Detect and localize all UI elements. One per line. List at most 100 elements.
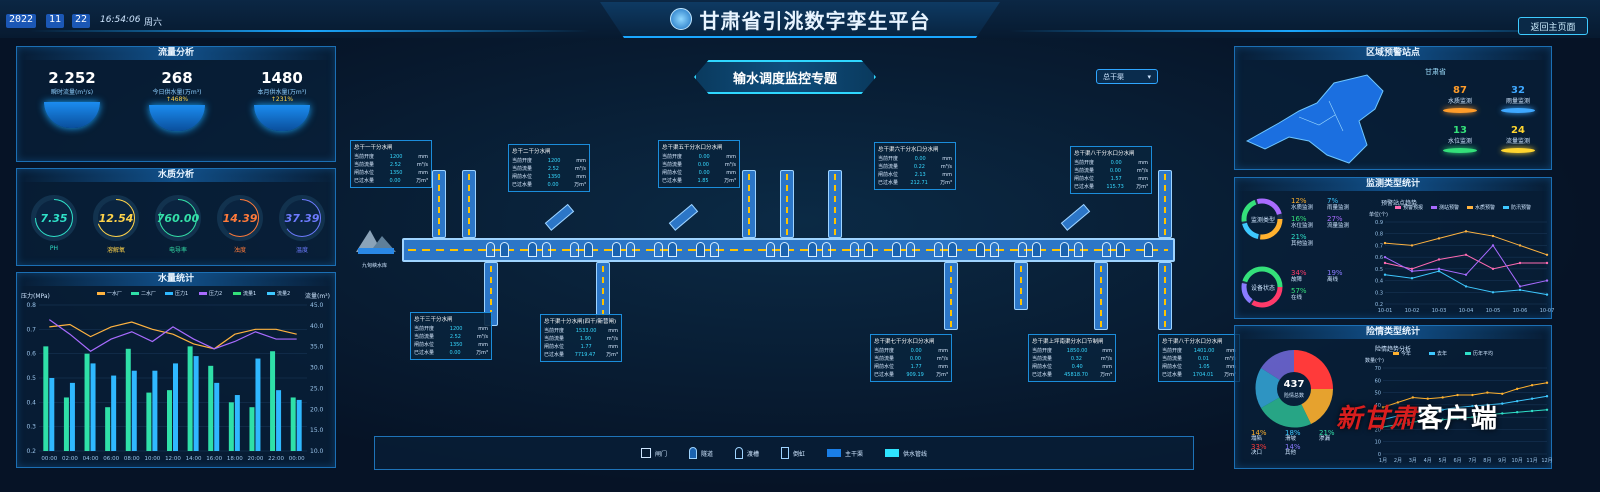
- tunnel-icon[interactable]: [780, 242, 789, 257]
- aqueduct-icon[interactable]: [626, 242, 635, 257]
- tunnel-icon[interactable]: [612, 242, 621, 257]
- canal-select[interactable]: 总干渠 ▾: [1096, 69, 1158, 84]
- point-水质预警: [1518, 244, 1522, 247]
- gate-row-unit: mm: [726, 170, 736, 176]
- gate-row-label: 当前流量: [874, 356, 895, 362]
- flow-label: 本月供水量(万m³): [257, 89, 307, 96]
- aqueduct-icon[interactable]: [710, 242, 719, 257]
- gate-row-unit: 万m³: [416, 178, 428, 184]
- tunnel-icon[interactable]: [1060, 242, 1069, 257]
- gate-row-unit: m³/s: [724, 162, 736, 168]
- bar-一水厂: [84, 353, 90, 451]
- gate-row-unit: mm: [1102, 348, 1112, 354]
- region-title: 区域预警站点: [1235, 47, 1551, 60]
- home-button[interactable]: 返回主页面: [1518, 17, 1588, 35]
- stat-glow-icon: [1501, 108, 1535, 113]
- x-tick-label: 10-07: [1540, 308, 1555, 314]
- aqueduct-icon[interactable]: [1074, 242, 1083, 257]
- watermark-white: 客户端: [1417, 404, 1499, 434]
- x-tick-label: 2月: [1394, 458, 1402, 464]
- gate-row-value: 0.32: [1070, 356, 1082, 362]
- danger-type-pct: 18%: [1285, 429, 1301, 437]
- tunnel-icon[interactable]: [528, 242, 537, 257]
- platform-logo-icon: [669, 8, 692, 30]
- aqueduct-icon[interactable]: [822, 242, 831, 257]
- y-tick-label: 30: [1375, 415, 1381, 421]
- danger-chart-title: 险情趋势分析: [1375, 346, 1412, 353]
- gate-row-label: 已过水量: [1032, 372, 1053, 378]
- bar-二水厂: [193, 356, 199, 451]
- gate-name: 总干渠上坪南渠分水口节制闸: [1032, 339, 1104, 345]
- aqueduct-icon[interactable]: [906, 242, 915, 257]
- aqueduct-icon[interactable]: [654, 242, 663, 257]
- point-历年平均: [1396, 423, 1400, 426]
- monitor-type-item: 12%水质监测: [1291, 198, 1313, 212]
- tunnel-icon[interactable]: [976, 242, 985, 257]
- gate-row-label: 闸前水位: [878, 172, 899, 178]
- line-去年: [1382, 395, 1548, 421]
- point-去年: [1381, 418, 1385, 421]
- aqueduct-icon[interactable]: [1018, 242, 1027, 257]
- y-tick-label: 0.4: [1375, 279, 1383, 285]
- tunnel-icon[interactable]: [948, 242, 957, 257]
- diagonal-branch[interactable]: [668, 203, 699, 231]
- tunnel-icon[interactable]: [1032, 242, 1041, 257]
- tunnel-icon[interactable]: [584, 242, 593, 257]
- aqueduct-icon[interactable]: [934, 242, 943, 257]
- quality-gauge: 14.39: [217, 195, 263, 241]
- aqueduct-icon[interactable]: [850, 242, 859, 257]
- aqueduct-icon[interactable]: [766, 242, 775, 257]
- aqueduct-icon[interactable]: [542, 242, 551, 257]
- point-历年平均: [1441, 418, 1444, 421]
- tunnel-icon[interactable]: [1144, 242, 1153, 257]
- bar-二水厂: [255, 358, 261, 451]
- tunnel-icon[interactable]: [892, 242, 901, 257]
- gate-row-label: 当前流量: [414, 334, 435, 340]
- bar-一水厂: [208, 365, 214, 451]
- x-tick-label: 7月: [1468, 458, 1476, 464]
- diagonal-branch[interactable]: [544, 203, 575, 231]
- tunnel-icon[interactable]: [1116, 242, 1125, 257]
- tunnel-icon[interactable]: [668, 242, 677, 257]
- aqueduct-icon[interactable]: [486, 242, 495, 257]
- monitor-type-item: 7%雨量监测: [1327, 198, 1349, 212]
- tunnel-icon[interactable]: [808, 242, 817, 257]
- aqueduct-icon[interactable]: [1102, 242, 1111, 257]
- point-今年: [1486, 391, 1489, 394]
- aqueduct-icon[interactable]: [570, 242, 579, 257]
- quality-gauge: 7.35: [31, 195, 77, 241]
- point-去年: [1441, 408, 1444, 411]
- monitor-type-pct: 7%: [1327, 197, 1339, 205]
- tunnel-icon[interactable]: [696, 242, 705, 257]
- aqueduct-icon[interactable]: [990, 242, 999, 257]
- danger-type-pct: 33%: [1251, 443, 1267, 451]
- point-去年: [1456, 406, 1459, 409]
- clock-time: 16:54:06: [100, 15, 141, 25]
- danger-title: 险情类型统计: [1235, 326, 1551, 339]
- legend-label: 闸门: [654, 450, 667, 458]
- tunnel-icon[interactable]: [500, 242, 509, 257]
- x-tick-label: 5月: [1439, 458, 1447, 464]
- gauge-value: 760.00: [157, 200, 199, 236]
- water-bowl-icon: [149, 105, 205, 131]
- x-tick-label: 8月: [1483, 458, 1491, 464]
- tunnel-icon[interactable]: [864, 242, 873, 257]
- diagonal-branch[interactable]: [1060, 203, 1091, 231]
